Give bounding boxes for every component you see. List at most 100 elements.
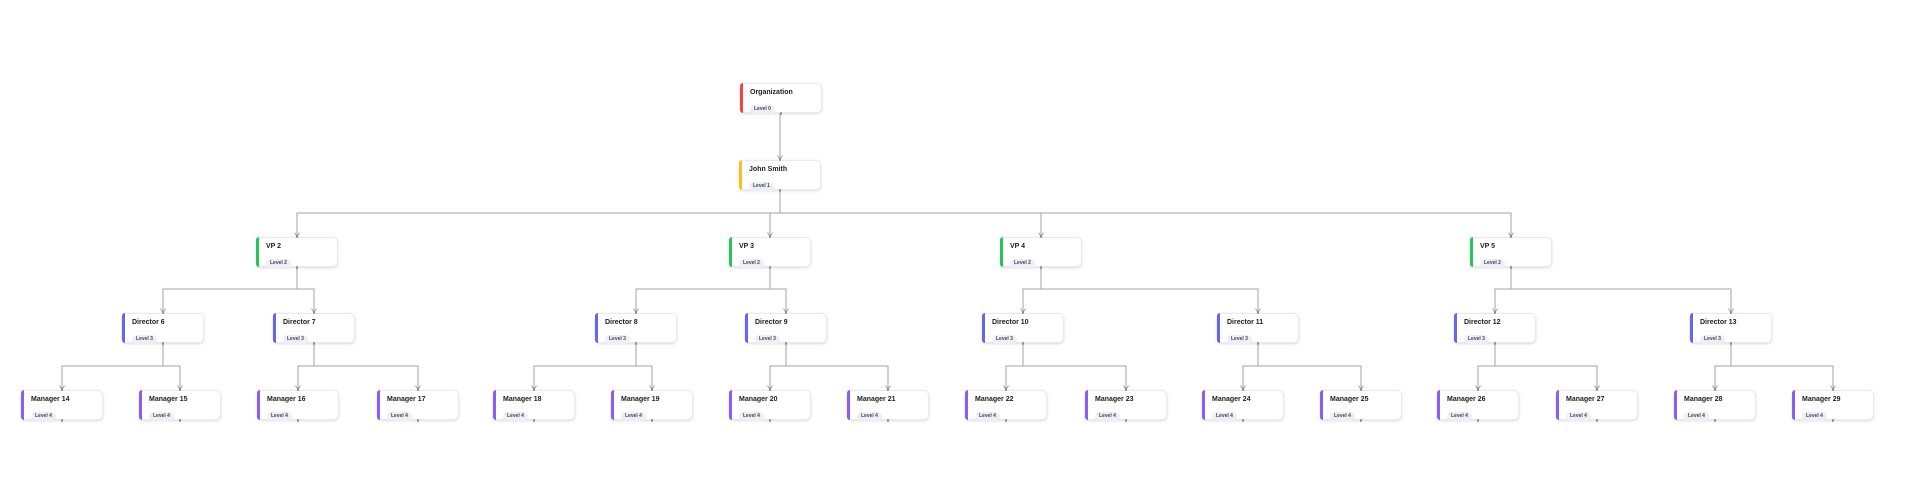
connection-handle-top[interactable]: [417, 388, 419, 391]
connection-handle-top[interactable]: [785, 311, 787, 314]
connection-handle-top[interactable]: [1242, 388, 1244, 391]
connection-handle-bottom[interactable]: [780, 112, 782, 115]
org-node[interactable]: Director 6 Level 3: [122, 311, 204, 345]
connection-handle-bottom[interactable]: [296, 266, 298, 269]
connection-handle-bottom[interactable]: [1510, 266, 1512, 269]
connection-handle-top[interactable]: [1477, 388, 1479, 391]
connection-handle-bottom[interactable]: [1477, 419, 1479, 422]
connection-handle-bottom[interactable]: [1730, 342, 1732, 345]
org-node[interactable]: Director 10 Level 3: [982, 311, 1064, 345]
connection-handle-top[interactable]: [635, 311, 637, 314]
org-node[interactable]: John Smith Level 1: [739, 158, 821, 192]
edge-connector: [779, 191, 1042, 236]
edge-connector: [296, 268, 315, 312]
org-node[interactable]: Manager 16 Level 4: [257, 388, 339, 422]
org-node[interactable]: Organization Level 0: [740, 83, 822, 115]
node-title: Organization: [750, 89, 793, 96]
org-node[interactable]: VP 4 Level 2: [1000, 235, 1082, 269]
node-title: Manager 20: [739, 396, 778, 403]
org-node[interactable]: Director 12 Level 3: [1454, 311, 1536, 345]
connection-handle-bottom[interactable]: [1125, 419, 1127, 422]
connection-handle-top[interactable]: [162, 311, 164, 314]
org-node[interactable]: Manager 29 Level 4: [1792, 388, 1874, 422]
connection-handle-top[interactable]: [1510, 235, 1512, 238]
connection-handle-bottom[interactable]: [651, 419, 653, 422]
org-node[interactable]: VP 2 Level 2: [256, 235, 338, 269]
connection-handle-top[interactable]: [1714, 388, 1716, 391]
connection-handle-bottom[interactable]: [887, 419, 889, 422]
node-level-badge: Level 1: [749, 182, 774, 191]
connection-handle-top[interactable]: [313, 311, 315, 314]
edge-connector: [1730, 344, 1834, 389]
org-node[interactable]: Manager 14 Level 4: [21, 388, 103, 422]
org-node[interactable]: Manager 21 Level 4: [847, 388, 929, 422]
connection-handle-top[interactable]: [1257, 311, 1259, 314]
node-title: John Smith: [749, 166, 788, 173]
org-node[interactable]: Director 9 Level 3: [745, 311, 827, 345]
org-node[interactable]: Director 8 Level 3: [595, 311, 677, 345]
org-node[interactable]: Manager 27 Level 4: [1556, 388, 1638, 422]
org-node[interactable]: Manager 15 Level 4: [139, 388, 221, 422]
connection-handle-top[interactable]: [769, 388, 771, 391]
connection-handle-top[interactable]: [1832, 388, 1834, 391]
connection-handle-bottom[interactable]: [1040, 266, 1042, 269]
org-node[interactable]: Manager 25 Level 4: [1320, 388, 1402, 422]
org-node[interactable]: Manager 20 Level 4: [729, 388, 811, 422]
org-node[interactable]: Director 7 Level 3: [273, 311, 355, 345]
org-node[interactable]: Manager 19 Level 4: [611, 388, 693, 422]
connection-handle-top[interactable]: [296, 235, 298, 238]
connection-handle-bottom[interactable]: [1714, 419, 1716, 422]
connection-handle-bottom[interactable]: [785, 342, 787, 345]
connection-handle-top[interactable]: [533, 388, 535, 391]
connection-handle-top[interactable]: [297, 388, 299, 391]
connection-handle-bottom[interactable]: [635, 342, 637, 345]
connection-handle-bottom[interactable]: [1832, 419, 1834, 422]
node-level-badge: Level 3: [283, 335, 308, 344]
connection-handle-bottom[interactable]: [1360, 419, 1362, 422]
connection-handle-top[interactable]: [1022, 311, 1024, 314]
connection-handle-bottom[interactable]: [769, 419, 771, 422]
connection-handle-top[interactable]: [1125, 388, 1127, 391]
org-node[interactable]: Manager 23 Level 4: [1085, 388, 1167, 422]
connection-handle-bottom[interactable]: [297, 419, 299, 422]
connection-handle-top[interactable]: [887, 388, 889, 391]
org-node[interactable]: Manager 17 Level 4: [377, 388, 459, 422]
connection-handle-top[interactable]: [769, 235, 771, 238]
connection-handle-bottom[interactable]: [313, 342, 315, 345]
org-node[interactable]: VP 3 Level 2: [729, 235, 811, 269]
connection-handle-bottom[interactable]: [533, 419, 535, 422]
level-accent-bar: [493, 390, 496, 420]
connection-handle-bottom[interactable]: [162, 342, 164, 345]
org-node[interactable]: Manager 28 Level 4: [1674, 388, 1756, 422]
connection-handle-bottom[interactable]: [1005, 419, 1007, 422]
connection-handle-bottom[interactable]: [779, 189, 781, 192]
connection-handle-bottom[interactable]: [1242, 419, 1244, 422]
connection-handle-bottom[interactable]: [1257, 342, 1259, 345]
connection-handle-top[interactable]: [1005, 388, 1007, 391]
connection-handle-bottom[interactable]: [179, 419, 181, 422]
connection-handle-bottom[interactable]: [1596, 419, 1598, 422]
connection-handle-top[interactable]: [1596, 388, 1598, 391]
connection-handle-top[interactable]: [61, 388, 63, 391]
connection-handle-bottom[interactable]: [769, 266, 771, 269]
connection-handle-top[interactable]: [779, 158, 781, 161]
connection-handle-top[interactable]: [1494, 311, 1496, 314]
org-node[interactable]: Manager 26 Level 4: [1437, 388, 1519, 422]
org-node[interactable]: Director 13 Level 3: [1690, 311, 1772, 345]
level-accent-bar: [122, 313, 125, 343]
org-node[interactable]: Manager 22 Level 4: [965, 388, 1047, 422]
connection-handle-top[interactable]: [1360, 388, 1362, 391]
connection-handle-bottom[interactable]: [1494, 342, 1496, 345]
connection-handle-top[interactable]: [1730, 311, 1732, 314]
org-node[interactable]: Manager 18 Level 4: [493, 388, 575, 422]
org-node[interactable]: VP 5 Level 2: [1470, 235, 1552, 269]
connection-handle-bottom[interactable]: [61, 419, 63, 422]
org-node[interactable]: Director 11 Level 3: [1217, 311, 1299, 345]
connection-handle-bottom[interactable]: [417, 419, 419, 422]
connection-handle-top[interactable]: [1040, 235, 1042, 238]
connection-handle-top[interactable]: [651, 388, 653, 391]
level-accent-bar: [1690, 313, 1693, 343]
connection-handle-bottom[interactable]: [1022, 342, 1024, 345]
connection-handle-top[interactable]: [179, 388, 181, 391]
org-node[interactable]: Manager 24 Level 4: [1202, 388, 1284, 422]
